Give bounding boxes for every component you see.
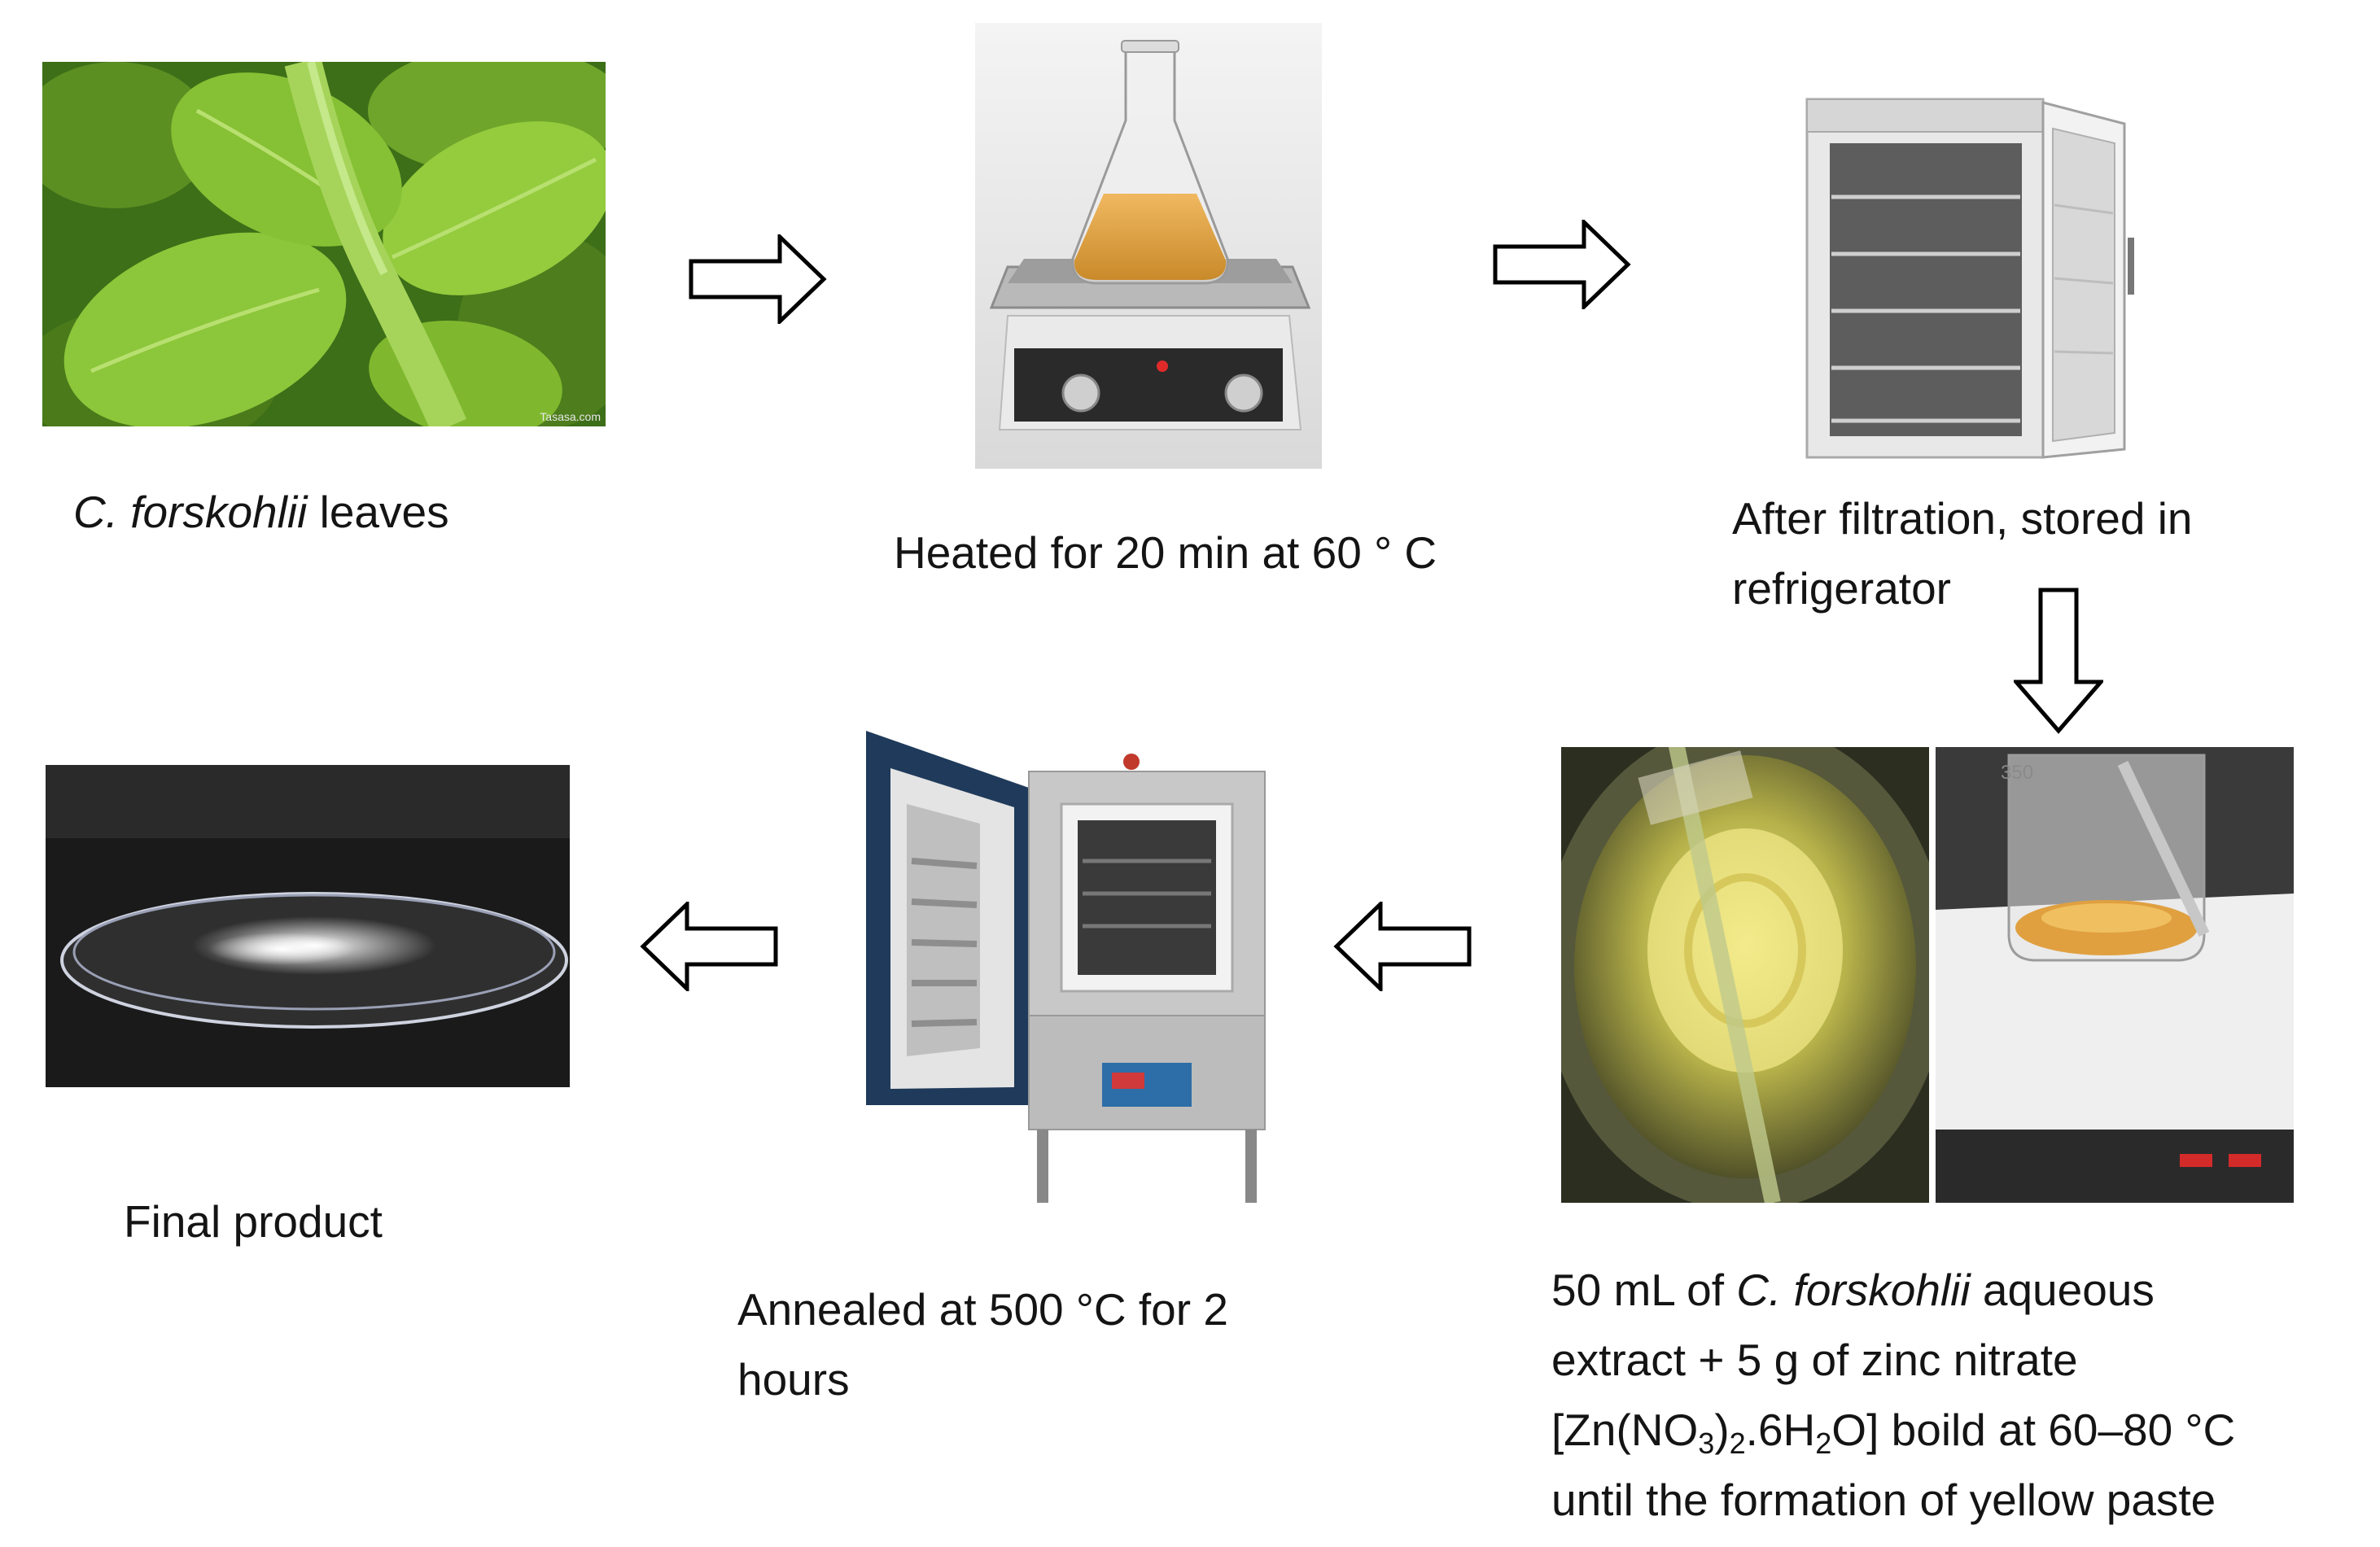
arrow-left-icon [640,902,778,991]
mixing-photo-beaker: 350 [1936,747,2294,1203]
arrow-down-icon [2014,588,2103,734]
leaves-caption: C. forskohlii leaves [73,487,449,537]
final-caption: Final product [124,1196,383,1247]
storage-caption-line1: After filtration, stored in [1732,493,2193,544]
leaves-photo: Tasasa.com [42,62,606,426]
annealing-caption-line1: Annealed at 500 °C for 2 [737,1284,1228,1335]
hotplate-photo [975,23,1322,469]
mixing-caption-line3: [Zn(NO3)2.6H2O] boild at 60–80 °C [1551,1405,2236,1460]
beaker-mark: 350 [2001,762,2034,784]
mixing-caption-line2: extract + 5 g of zinc nitrate [1551,1335,2078,1385]
final-product-photo [46,765,570,1087]
mixing-caption-line1: 50 mL of C. forskohlii aqueous [1551,1265,2155,1315]
refrigerator-photo [1799,91,2149,465]
arrow-left-icon [1333,902,1472,991]
mixing-photo-top-view [1561,747,1929,1203]
mixing-caption-line4: until the formation of yellow paste [1551,1475,2216,1525]
storage-caption-line2: refrigerator [1732,563,1951,614]
annealing-caption-line2: hours [737,1354,850,1405]
furnace-photo [858,723,1275,1211]
heating-caption: Heated for 20 min at 60 ° C [894,527,1437,578]
watermark: Tasasa.com [540,410,601,423]
arrow-right-icon [1493,220,1631,309]
arrow-right-icon [689,234,827,324]
